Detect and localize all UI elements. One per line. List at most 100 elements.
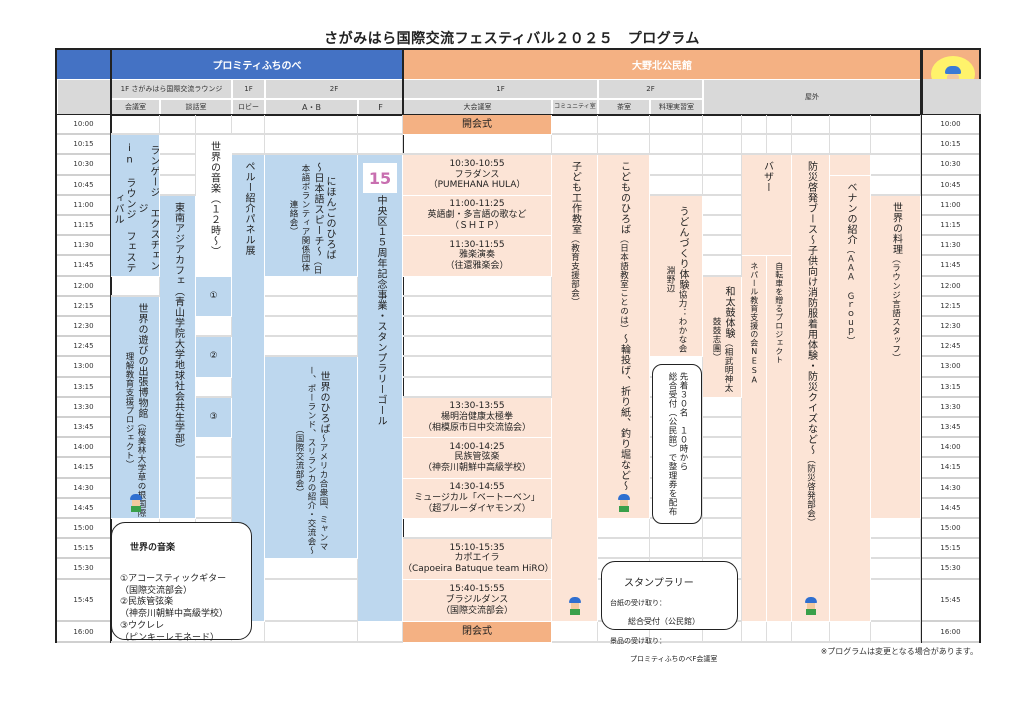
- mascot-icon: [567, 596, 583, 615]
- world-music-legend: 世界の音楽 ①アコースティックギター （国際交流部会） ②民族管弦楽 （神奈川朝…: [111, 522, 252, 643]
- anniversary-logo-icon: 15: [363, 163, 397, 194]
- grid-cell: [403, 135, 552, 156]
- schedule-block: ②: [196, 337, 232, 378]
- block-content: ③: [209, 412, 217, 423]
- time-label-right: 11:15: [922, 216, 979, 237]
- grid-cell: [232, 115, 265, 136]
- grid-cell: [767, 135, 792, 156]
- grid-cell: [871, 579, 921, 622]
- grid-cell: [703, 418, 742, 439]
- time-label-right: 11:45: [922, 256, 979, 277]
- grid-cell: [160, 175, 196, 196]
- grid-cell: [871, 559, 921, 580]
- time-label-left: 10:15: [57, 135, 110, 156]
- block-title: 15:40-15:55 ブラジルダンス （国際交流部会）: [440, 584, 513, 616]
- mascot-icon: [803, 596, 819, 615]
- block-title: 13:30-13:55 楊明治健康太極拳 （相模原市日中交流協会）: [422, 401, 531, 433]
- time-label-left: 13:30: [57, 397, 110, 418]
- grid-cell: [650, 135, 703, 156]
- stamp-rally-line: 総合受付（公民館）: [628, 617, 700, 627]
- grid-cell: [160, 115, 196, 136]
- floor-2f-left: 2F: [265, 79, 403, 99]
- stamp-rally-line: 景品の受け取り：: [610, 636, 666, 645]
- grid-cell: [265, 276, 358, 297]
- time-label-right: 13:30: [922, 397, 979, 418]
- grid-cell: [830, 115, 871, 136]
- grid-cell: [703, 236, 742, 257]
- block-content: にほんごのひろば ～日本語スピーチ～（日本語ボランティア関係団体連絡会）: [287, 161, 335, 275]
- block-content: 防災啓発ブース～子供向け消防服着用体験・防災クイズなど～（防災啓発部会）: [805, 161, 817, 527]
- grid-cell: [598, 115, 650, 136]
- block-content: 閉会式: [462, 626, 492, 638]
- grid-cell: [742, 622, 767, 643]
- grid-cell: [265, 296, 358, 317]
- block-content: ランゲージ エクスチェンジ in ラウンジ フェスティバル: [111, 141, 159, 275]
- grid-cell: [871, 135, 921, 156]
- grid-cell: [650, 155, 703, 176]
- grid-cell: [403, 276, 552, 297]
- block-subtitle: （防災啓発部会）: [805, 455, 816, 528]
- stamp-rally-box: スタンプラリー 台紙の受け取り： 総合受付（公民館） 景品の受け取り： プロミテ…: [601, 561, 738, 663]
- grid-cell: [552, 135, 598, 156]
- block-content: 自転車を贈るプロジェクト: [774, 262, 784, 364]
- block-title: うどんづくり体験: [677, 205, 688, 290]
- time-header: [57, 79, 111, 115]
- block-subtitle: （教育支援部会）: [569, 234, 580, 307]
- block-title: 自転車を贈るプロジェクト: [774, 262, 784, 365]
- grid-cell: [650, 115, 703, 136]
- grid-cell: [196, 478, 232, 499]
- schedule-block: 自転車を贈るプロジェクト: [767, 256, 792, 622]
- grid-cell: [871, 539, 921, 560]
- grid-cell: [703, 195, 742, 216]
- block-title: 14:30-14:55 ミュージカル「ベートーベン」 （超ブルーダイヤモンズ）: [414, 482, 540, 514]
- grid-cell: [196, 115, 232, 136]
- grid-cell: [871, 175, 921, 196]
- grid-cell: [703, 216, 742, 237]
- time-label-left: 13:15: [57, 377, 110, 398]
- block-title: 14:00-14:25 民族管弦楽 （神奈川朝鮮中高級学校）: [422, 441, 531, 474]
- grid-cell: [196, 458, 232, 479]
- grid-cell: [703, 498, 742, 519]
- corner-header: [57, 50, 111, 79]
- grid-cell: [403, 357, 552, 378]
- block-content: ①: [209, 291, 217, 302]
- time-label-left: 15:00: [57, 519, 110, 540]
- block-detail: ～輪投げ、折り紙、釣り堀など～: [618, 333, 630, 492]
- schedule-block: 15:10-15:35 カポエイラ （Capoeira Batuque team…: [403, 539, 552, 580]
- block-title: ペルー紹介パネル展: [243, 161, 254, 256]
- time-label-left: 10:00: [57, 115, 110, 136]
- block-content: ②: [209, 351, 217, 362]
- time-label-right: 15:15: [922, 539, 979, 560]
- schedule-block: ベナンの紹介（ＡＡＡ Ｇｒｏｕｐ）: [830, 175, 871, 622]
- time-label-left: 12:00: [57, 276, 110, 297]
- block-subtitle: 協力：わかな会 淵野辺: [665, 265, 687, 358]
- schedule-block: ①: [196, 276, 232, 317]
- grid-cell: [196, 438, 232, 459]
- time-label-right: 14:00: [922, 438, 979, 459]
- grid-cell: [232, 135, 265, 156]
- block-title: 東南アジアカフェ（青山学院大学地球社会共生学部）: [172, 201, 184, 454]
- floor-1f-right: 1F: [403, 79, 598, 99]
- grid-cell: [767, 622, 792, 643]
- time-label-right: 12:00: [922, 276, 979, 297]
- grid-cell: [792, 115, 830, 136]
- room-ryori: 料理実習室: [650, 99, 703, 115]
- block-title: ③: [209, 412, 218, 423]
- world-music-title: 世界の音楽: [130, 542, 176, 553]
- block-subtitle: （日本語ボランティア関係団体連絡会）: [288, 164, 322, 275]
- grid-cell: [703, 155, 742, 176]
- block-content: 15:10-15:35 カポエイラ （Capoeira Batuque team…: [403, 543, 551, 575]
- block-subtitle: （相武明神太鼓鼓志團）: [711, 317, 733, 393]
- page-title: さがみはら国際交流フェスティバル２０２５ プログラム: [324, 31, 700, 47]
- block-title: 世界のひろば: [318, 370, 329, 434]
- grid-cell: [792, 622, 830, 643]
- schedule-block: 15:40-15:55 ブラジルダンス （国際交流部会）: [403, 579, 552, 622]
- time-label-left: 11:00: [57, 195, 110, 216]
- schedule-block: 世界の音楽（１２時～）: [196, 135, 232, 277]
- time-label-left: 15:15: [57, 539, 110, 560]
- block-subtitle: （ラウンジ言語スタッフ）: [890, 254, 901, 363]
- block-content: 子ども工作教室（教育支援部会）: [569, 161, 581, 307]
- block-content: 和太鼓体験（相武明神太鼓鼓志團）: [710, 283, 734, 397]
- block-title: にほんごのひろば ～日本語スピーチ～: [312, 162, 335, 261]
- grid-cell: [403, 377, 552, 398]
